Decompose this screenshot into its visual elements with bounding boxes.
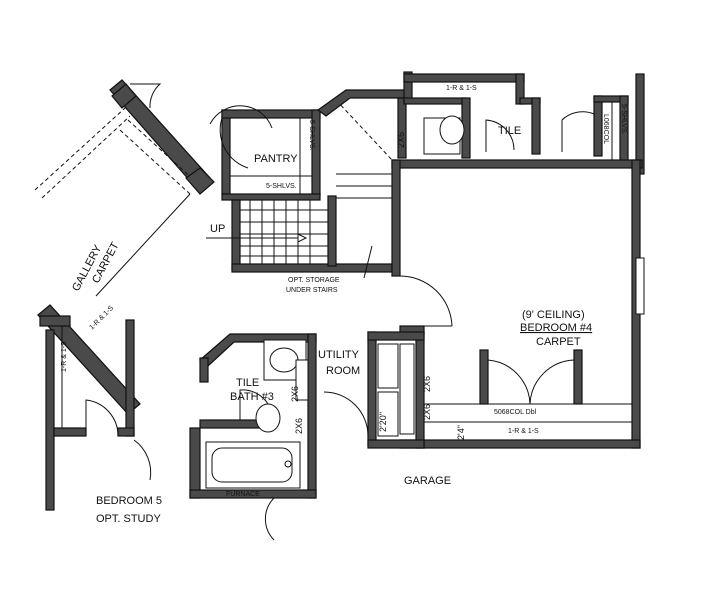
bedroom5-walls	[39, 315, 152, 511]
dim-2x6-d: 2X6	[422, 376, 432, 392]
dim-2x6-e: 2X6	[422, 404, 432, 420]
bedroom4-floor-label: CARPET	[536, 336, 581, 348]
bedroom4-rod-shelf-note: 1-R & 1-S	[508, 428, 539, 435]
pantry-shelves-horizontal: 5-SHLVS.	[266, 183, 297, 190]
room-labels: GALLERY CARPET PANTRY TILE UP OPT. STORA…	[70, 125, 592, 525]
dim-2x6-a: 2X6	[396, 132, 406, 148]
right-shelves-note: 5-SHLVS.	[620, 104, 627, 135]
dim-2ft-20in: 2'20"	[378, 412, 388, 432]
dim-2x6-b: 2X6	[290, 386, 300, 402]
dim-2x6-c: 2X6	[294, 418, 304, 434]
bath-3	[189, 333, 317, 541]
pantry	[209, 105, 321, 201]
bedroom4-ceiling-label: (9' CEILING)	[522, 309, 585, 321]
bath-name-label: BATH #3	[230, 391, 274, 403]
pantry-label: PANTRY	[254, 153, 298, 165]
bedroom5-label-line1: BEDROOM 5	[96, 495, 162, 507]
up-label: UP	[210, 223, 225, 235]
bedroom-4	[391, 159, 645, 449]
bath-tile-label: TILE	[236, 377, 259, 389]
top-rod-shelf-note: 1-R & 1-S	[446, 85, 477, 92]
bedroom4-window-note: 5068COL Dbl	[494, 409, 537, 416]
left-rod-shelf-note-b: 1-R & 1-S	[88, 305, 115, 332]
upper-walls	[316, 71, 645, 175]
utility-label-line1: UTILITY	[318, 349, 360, 361]
bedroom5-label-line2: OPT. STUDY	[96, 513, 161, 525]
storage-label-line1: OPT. STORAGE	[288, 277, 340, 284]
utility-label-line2: ROOM	[326, 365, 360, 377]
gallery-corridor	[34, 79, 215, 415]
bedroom4-name-label: BEDROOM #4	[520, 322, 592, 334]
pantry-shelves-vertical: 5-SHLVS.	[308, 120, 315, 151]
garage-label: GARAGE	[404, 475, 451, 487]
left-rod-shelf-note-a: 1-R & 1-S	[61, 341, 68, 372]
furnace-note: FURNACE	[226, 491, 260, 498]
plan-notes: 5-SHLVS. 5-SHLVS. 5-SHLVS. L068COL 1-R &…	[61, 85, 627, 498]
storage-label-line2: UNDER STAIRS	[286, 287, 338, 294]
tile-top-label: TILE	[498, 125, 521, 137]
utility-room	[323, 331, 425, 449]
right-closet-note: L068COL	[602, 114, 609, 144]
dim-2ft-4in: 2'4"	[456, 425, 466, 440]
stairs	[206, 99, 393, 279]
